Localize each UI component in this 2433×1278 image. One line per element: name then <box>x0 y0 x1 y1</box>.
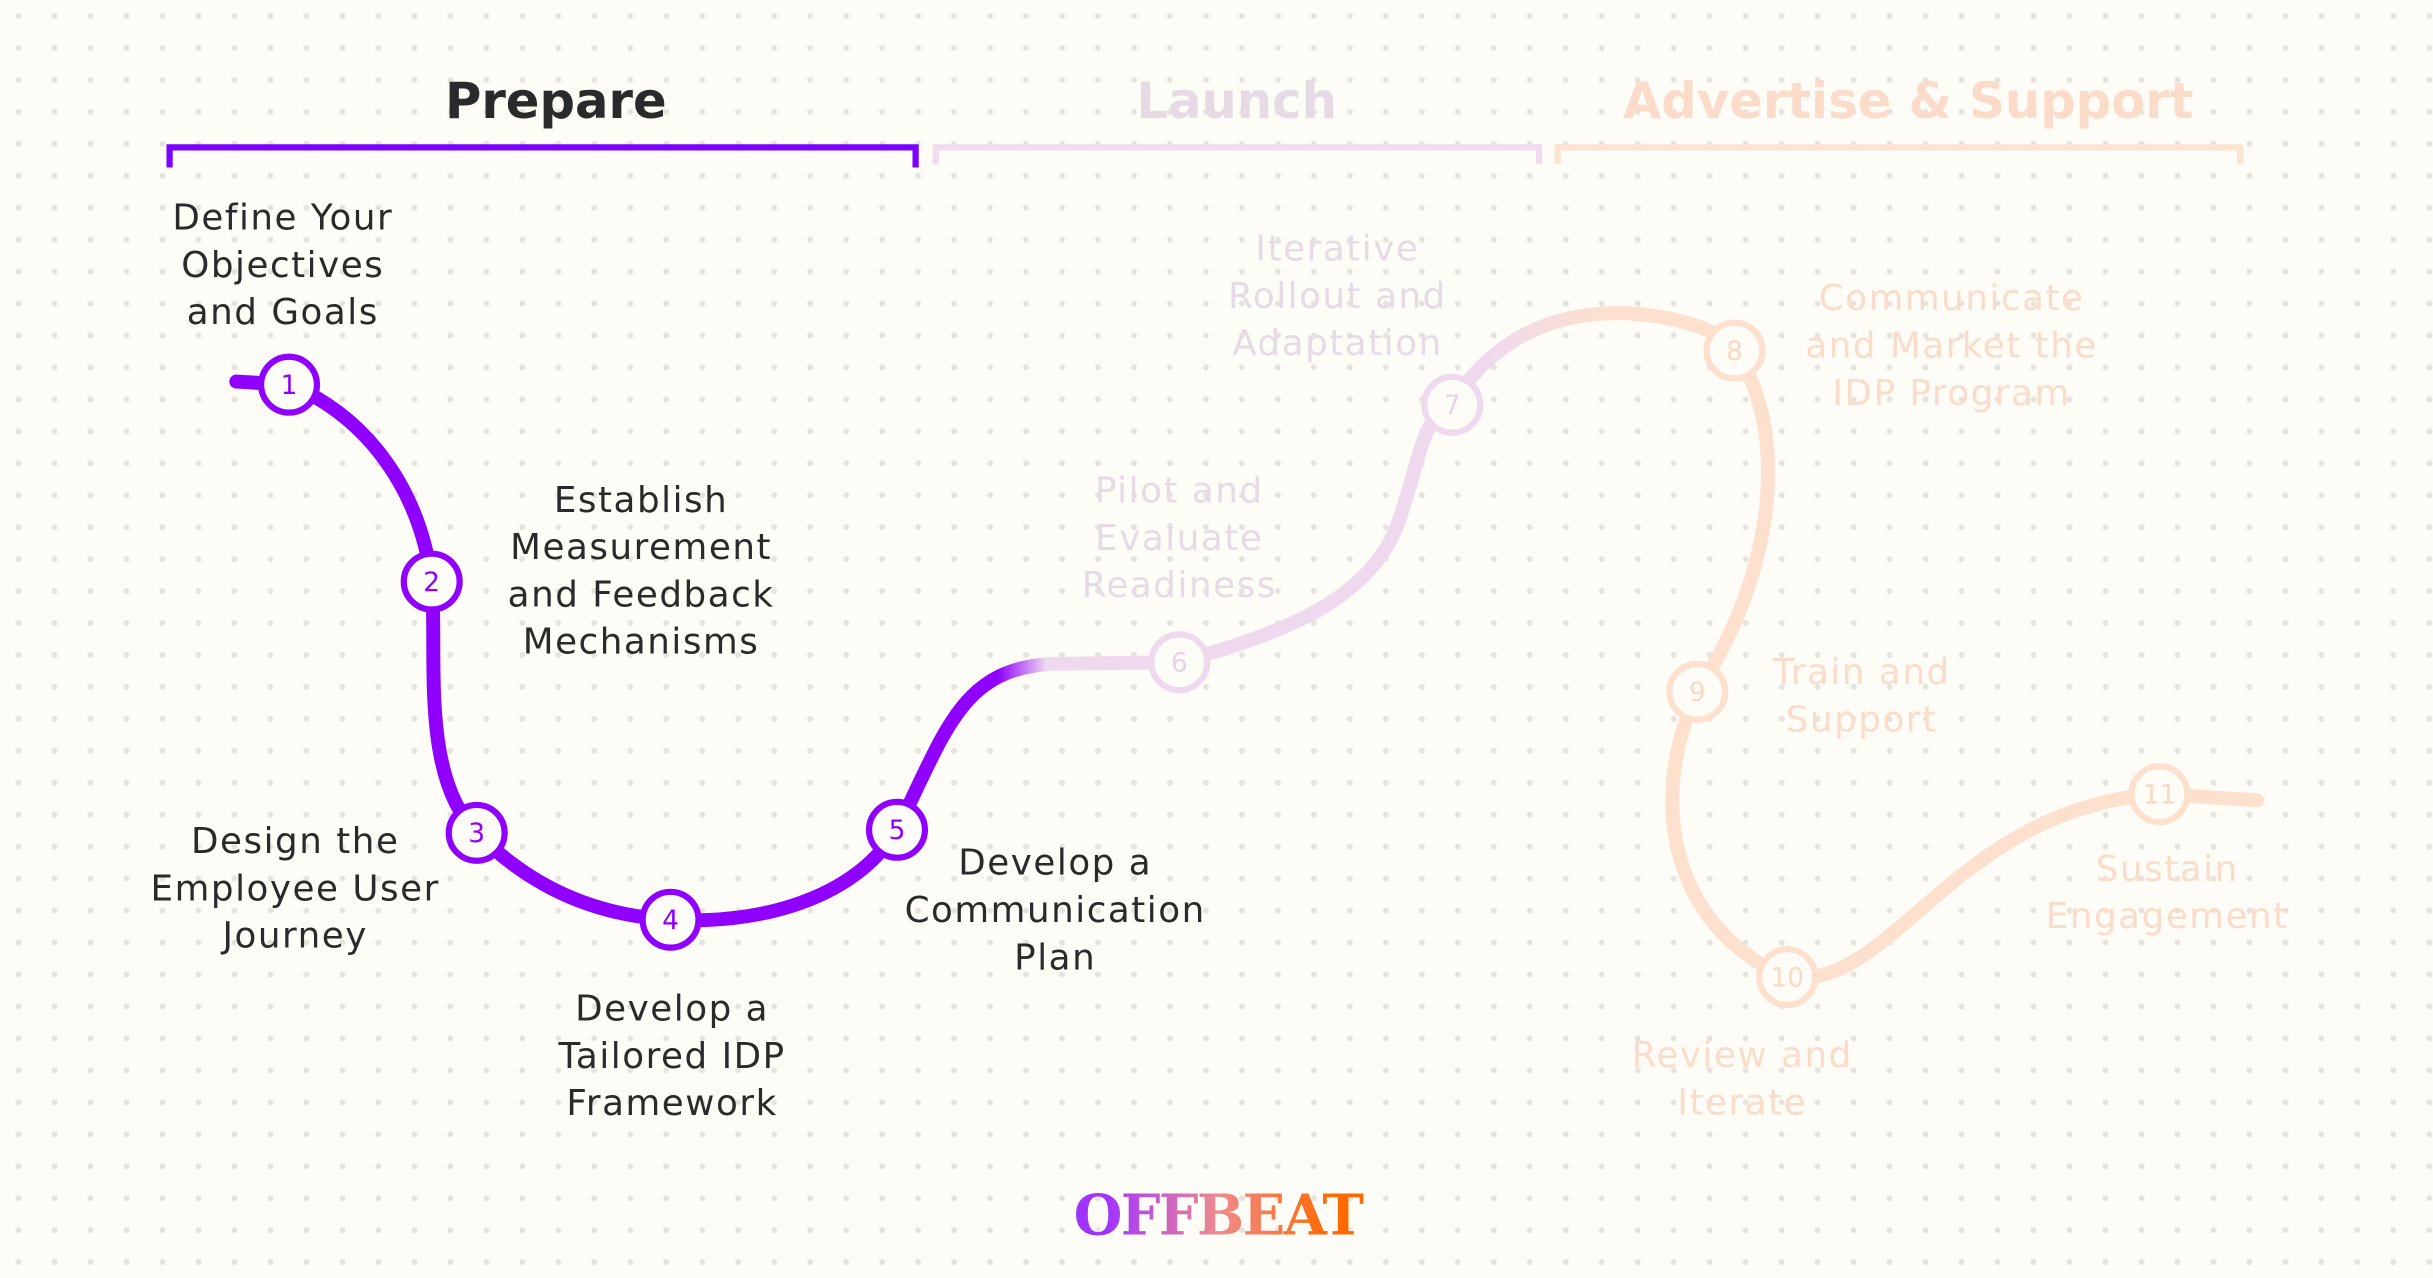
step-label-line: IDP Program <box>1833 373 2071 414</box>
step-label-line: Framework <box>566 1083 777 1124</box>
step-number: 7 <box>1444 391 1461 421</box>
step-label-line: Readiness <box>1082 565 1277 606</box>
step-node-circle <box>445 801 508 864</box>
step-number: 9 <box>1689 678 1706 708</box>
step-label-line: Develop a <box>575 989 769 1030</box>
step-label-line: Plan <box>1014 937 1096 978</box>
step-node-circle <box>257 353 321 416</box>
step-node-4: 4 <box>639 888 702 951</box>
step-label-line: Mechanisms <box>523 622 760 663</box>
step-node-7: 7 <box>1421 373 1484 436</box>
step-label-line: Design the <box>191 821 399 862</box>
step-label-line: and Goals <box>187 292 379 333</box>
step-label-line: Sustain <box>2096 849 2239 890</box>
step-label-line: Iterate <box>1677 1082 1807 1123</box>
step-number: 6 <box>1171 649 1188 679</box>
phase-bracket-launch <box>932 144 1543 165</box>
step-label-line: Develop a <box>958 843 1152 884</box>
step-label-line: Establish <box>554 480 729 521</box>
step-node-circle <box>639 888 702 951</box>
step-node-circle <box>2128 763 2191 826</box>
offbeat-logo: OFFBEAT <box>1074 1184 1364 1249</box>
step-label-line: Adaptation <box>1232 323 1443 364</box>
step-label-line: Engagement <box>2046 896 2289 937</box>
step-label-line: Evaluate <box>1095 518 1263 559</box>
phase-title-prepare: Prepare <box>445 72 667 130</box>
phase-bracket-advertise-support <box>1554 144 2244 165</box>
step-label-line: and Market the <box>1805 325 2098 366</box>
step-label-line: Employee User <box>151 868 440 909</box>
step-label-line: and Feedback <box>508 574 775 615</box>
step-node-2: 2 <box>400 550 463 613</box>
step-number: 11 <box>2143 780 2177 810</box>
step-node-10: 10 <box>1756 946 1819 1009</box>
step-label-line: Define Your <box>172 198 393 239</box>
step-node-9: 9 <box>1666 660 1729 723</box>
step-number: 8 <box>1726 337 1743 367</box>
step-label-line: Objectives <box>181 245 384 286</box>
step-label-line: Review and <box>1632 1035 1853 1076</box>
step-label-line: Journey <box>220 916 367 957</box>
step-node-circle <box>1756 946 1819 1009</box>
step-node-circle <box>1421 373 1484 436</box>
phase-title-launch: Launch <box>1136 72 1337 130</box>
step-label-line: Iterative <box>1256 229 1420 270</box>
step-label-line: Tailored IDP <box>557 1036 785 1077</box>
step-label-4: Develop a Tailored IDP Framework <box>557 989 785 1125</box>
step-node-6: 6 <box>1148 631 1211 694</box>
step-label-line: Support <box>1786 699 1938 740</box>
step-label-line: Measurement <box>510 527 772 568</box>
step-number: 3 <box>468 819 485 849</box>
step-node-circle <box>865 798 929 861</box>
step-node-5: 5 <box>865 798 929 861</box>
step-node-circle <box>1666 660 1729 723</box>
step-label-line: Communication <box>905 890 1206 931</box>
step-node-1: 1 <box>257 353 321 416</box>
step-number: 5 <box>889 816 906 846</box>
step-label-line: Communicate <box>1819 278 2085 319</box>
step-label-line: Pilot and <box>1095 471 1264 512</box>
step-number: 1 <box>281 371 298 401</box>
step-node-circle <box>400 550 463 613</box>
step-number: 10 <box>1770 963 1804 993</box>
step-node-3: 3 <box>445 801 508 864</box>
step-node-8: 8 <box>1703 319 1766 382</box>
phase-title-advertise-support: Advertise & Support <box>1623 72 2194 130</box>
step-node-11: 11 <box>2128 763 2191 826</box>
step-label-line: Rollout and <box>1228 276 1447 317</box>
step-number: 2 <box>423 568 440 598</box>
phase-bracket-prepare <box>166 144 919 168</box>
step-number: 4 <box>662 906 679 936</box>
step-node-circle <box>1148 631 1211 694</box>
step-label-line: Train and <box>1772 652 1951 693</box>
step-node-circle <box>1703 319 1766 382</box>
